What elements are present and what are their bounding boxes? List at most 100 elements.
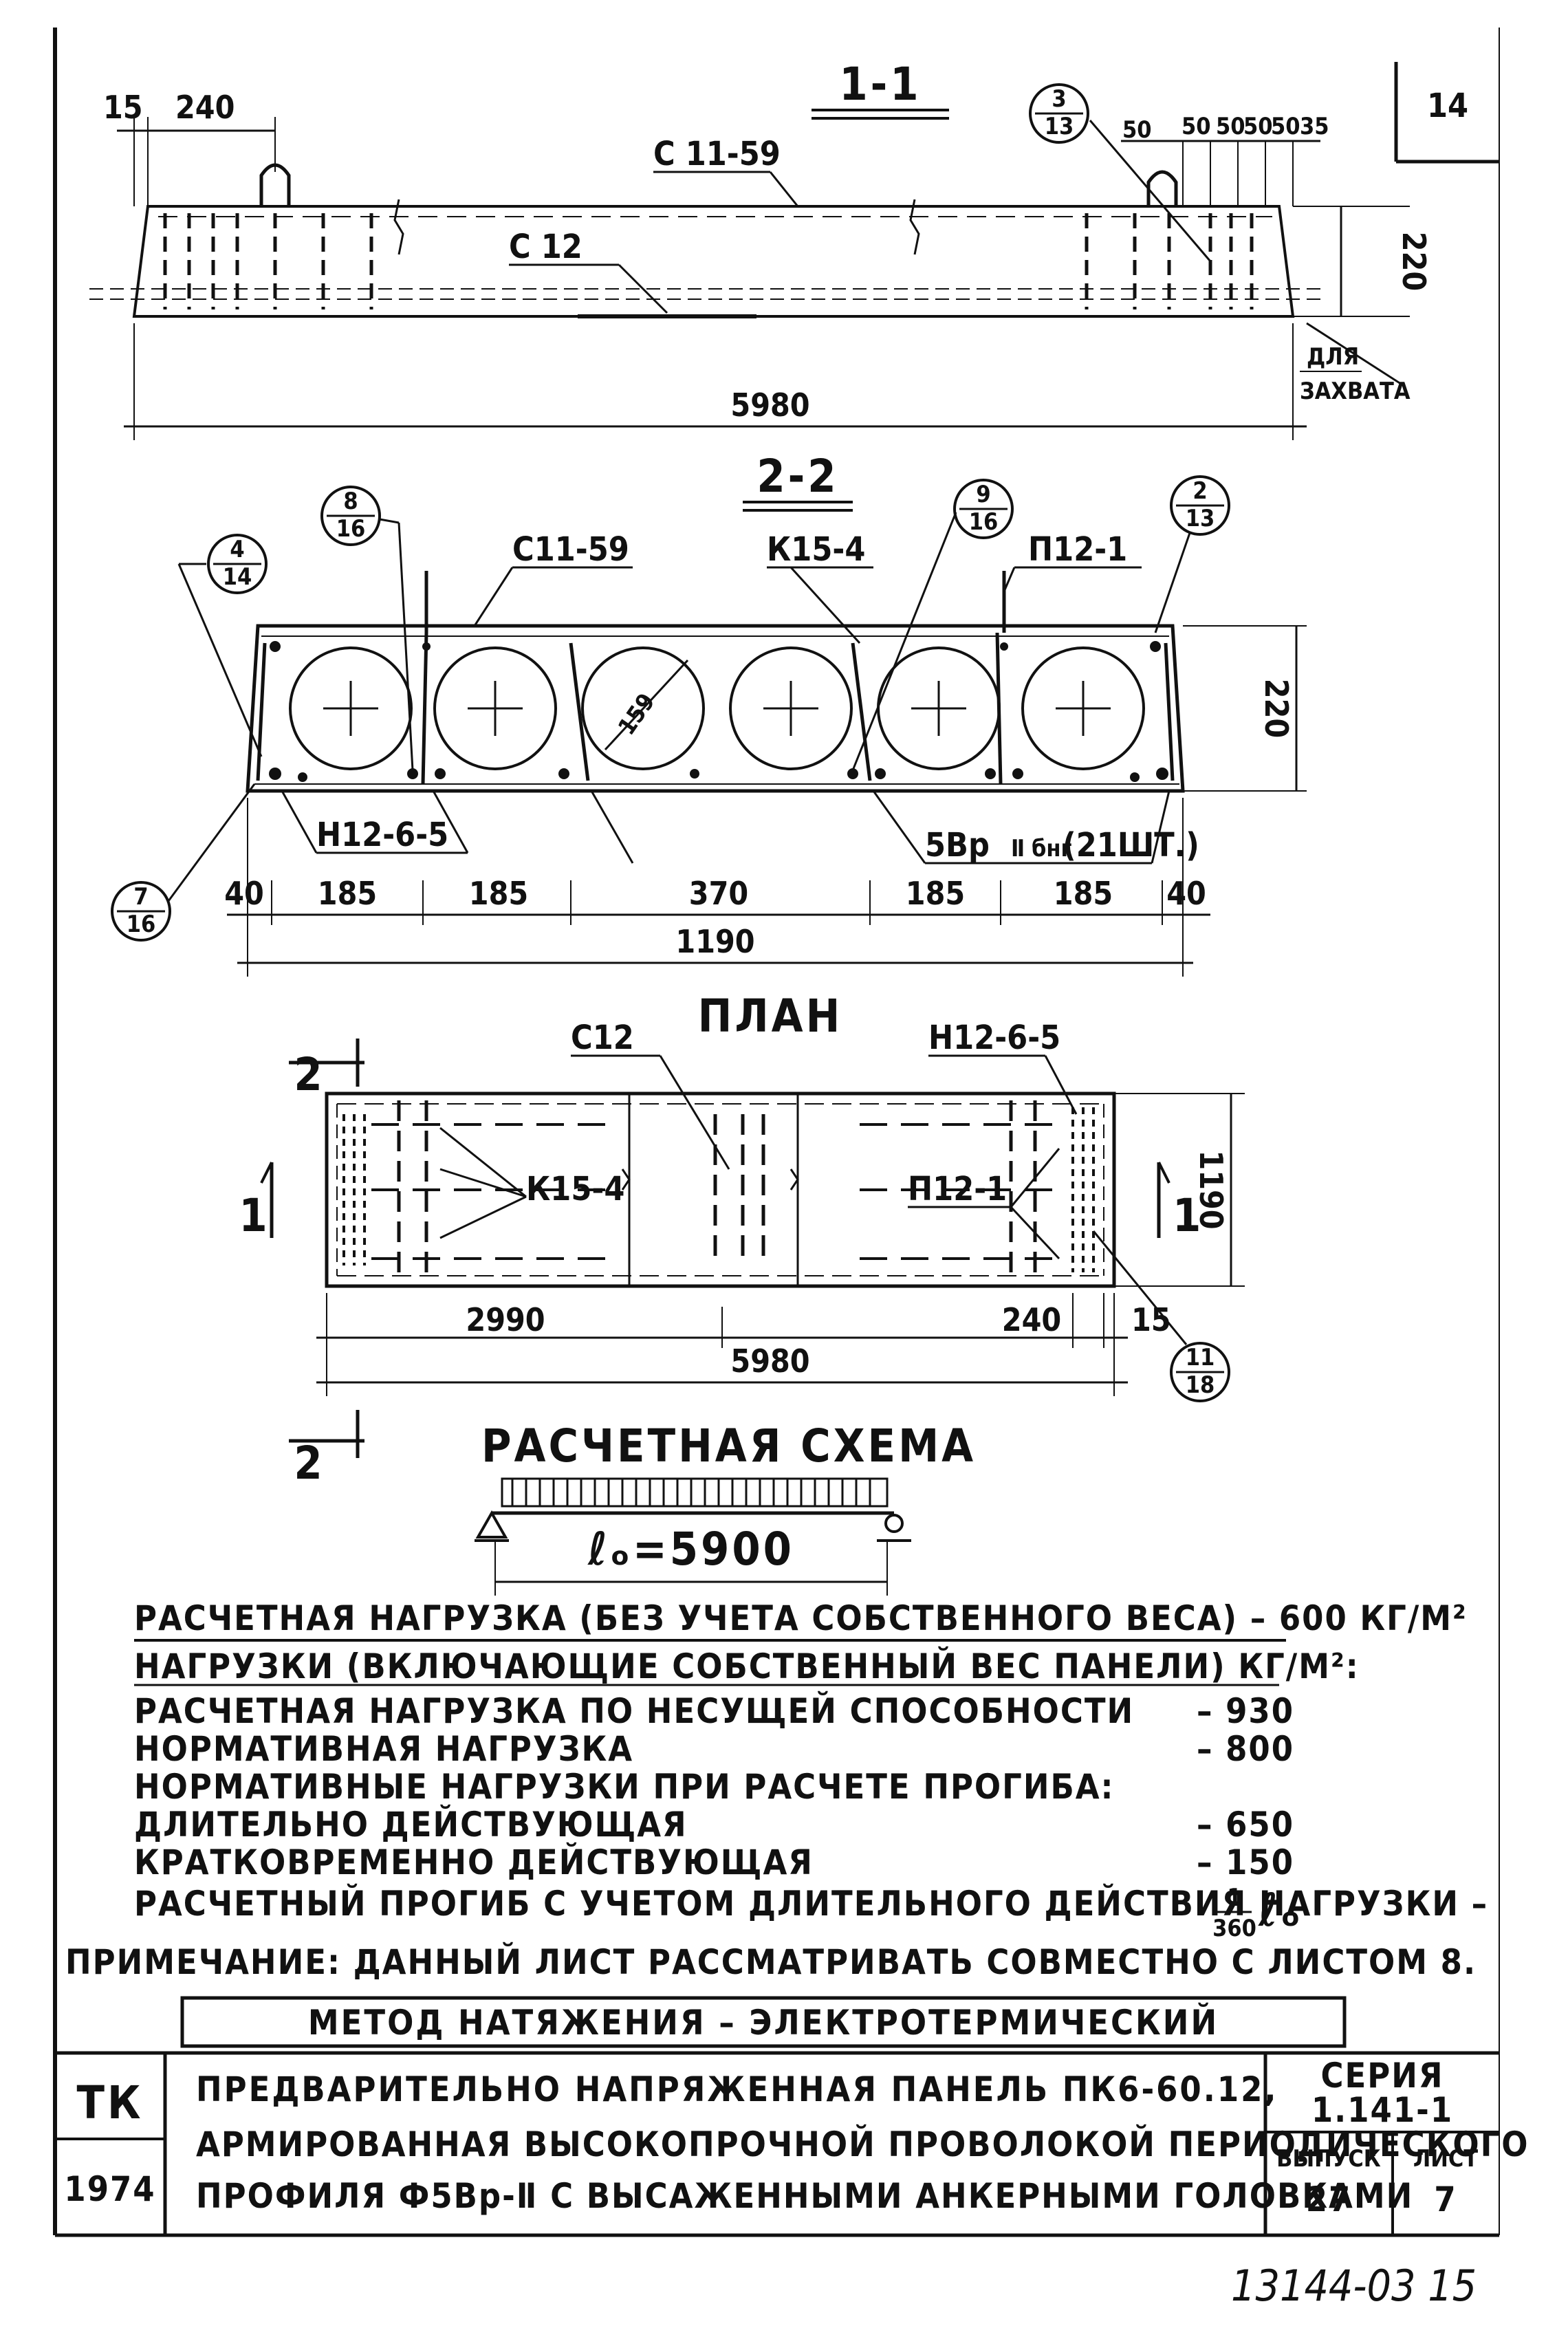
dim-50-e: 50 xyxy=(1271,113,1300,140)
dim-40-right: 40 xyxy=(1166,875,1206,912)
label-n12-6-5-section: Н12-6-5 xyxy=(316,816,448,854)
label-c11-59-section: С11-59 xyxy=(512,530,629,569)
ref-2: 2 xyxy=(1193,477,1207,505)
ref-18: 18 xyxy=(1186,1371,1215,1399)
section-2-2-title: 2-2 xyxy=(756,450,838,503)
title-line-3: ПРОФИЛЯ Ф5Вр-Ⅱ С ВЫСАЖЕННЫМИ АНКЕРНЫМИ Г… xyxy=(196,2176,1413,2216)
dim-50-b: 50 xyxy=(1182,113,1211,140)
title-block: ТК 1974 ПРЕДВАРИТЕЛЬНО НАПРЯЖЕННАЯ ПАНЕЛ… xyxy=(55,2051,1529,2235)
plan-dim-240: 240 xyxy=(1002,1301,1061,1338)
title-line-1: ПРЕДВАРИТЕЛЬНО НАПРЯЖЕННАЯ ПАНЕЛЬ ПК6-60… xyxy=(196,2069,1278,2109)
label-rebar: 5Вр xyxy=(925,826,990,865)
load-row-4-value: – 650 xyxy=(1197,1805,1294,1845)
plan-dim-2990: 2990 xyxy=(466,1301,545,1338)
dim-370: 370 xyxy=(689,875,748,912)
ref-8-16: 8 16 xyxy=(320,486,414,771)
ref-4-14: 4 14 xyxy=(177,534,268,757)
scheme-title: РАСЧЕТНАЯ СХЕМА xyxy=(481,1420,976,1472)
grip-note-line2: ЗАХВАТА xyxy=(1300,378,1411,405)
org-code: ТК xyxy=(76,2076,143,2129)
section-2-2: 2-2 159 xyxy=(111,450,1307,977)
section-1-height: 220 xyxy=(1395,232,1433,291)
load-row-4-label: ДЛИТЕЛЬНО ДЕЙСТВУЮЩАЯ xyxy=(134,1804,688,1845)
ref-4: 4 xyxy=(230,536,244,563)
load-row-1-label: РАСЧЕТНАЯ НАГРУЗКА ПО НЕСУЩЕЙ СПОСОБНОСТ… xyxy=(134,1691,1134,1731)
load-row-1-value: – 930 xyxy=(1197,1691,1294,1731)
plan-title: ПЛАН xyxy=(698,990,843,1043)
dim-35: 35 xyxy=(1300,113,1329,140)
ref-11: 11 xyxy=(1186,1344,1215,1371)
loads-block: РАСЧЕТНАЯ НАГРУЗКА (БЕЗ УЧЕТА СОБСТВЕННО… xyxy=(65,1598,1488,1982)
year: 1974 xyxy=(64,2169,155,2209)
method-text: МЕТОД НАТЯЖЕНИЯ – ЭЛЕКТРОТЕРМИЧЕСКИЙ xyxy=(308,2002,1219,2043)
label-rebar-count: (21ШТ.) xyxy=(1063,826,1199,865)
dim-40-left: 40 xyxy=(224,875,264,912)
plan-view: ПЛАН xyxy=(239,990,1245,1490)
ref-8: 8 xyxy=(343,488,358,515)
sheet-number: 14 xyxy=(1427,87,1468,125)
ref-9: 9 xyxy=(976,481,990,508)
method-box: МЕТОД НАТЯЖЕНИЯ – ЭЛЕКТРОТЕРМИЧЕСКИЙ xyxy=(180,1996,1347,2048)
ref-13-b: 13 xyxy=(1186,505,1215,532)
dim-185-d: 185 xyxy=(1054,875,1113,912)
sheet-frame xyxy=(53,28,1500,2237)
ref-16-c: 16 xyxy=(127,911,156,938)
section-2-height: 220 xyxy=(1258,679,1295,738)
ref-16-b: 16 xyxy=(969,508,999,536)
label-c12: С 12 xyxy=(509,228,582,266)
section-1-length: 5980 xyxy=(730,387,809,424)
note-text: ПРИМЕЧАНИЕ: ДАННЫЙ ЛИСТ РАССМАТРИВАТЬ СО… xyxy=(65,1942,1477,1982)
deflection-label: РАСЧЕТНЫЙ ПРОГИБ С УЧЕТОМ ДЛИТЕЛЬНОГО ДЕ… xyxy=(134,1883,1488,1924)
plan-label-p12-1: П12-1 xyxy=(908,1170,1007,1208)
ref-7: 7 xyxy=(133,883,148,911)
label-k15-4-section: К15-4 xyxy=(767,530,865,569)
grip-note-line1: ДЛЯ xyxy=(1307,343,1359,371)
dim-50-d: 50 xyxy=(1243,113,1273,140)
archive-stamp: 13144-03 15 xyxy=(1231,2261,1477,2311)
plan-width: 1190 xyxy=(1193,1150,1230,1229)
plan-total: 5980 xyxy=(730,1343,809,1380)
plan-label-c12: С12 xyxy=(571,1019,634,1057)
issue-value: 27 xyxy=(1306,2179,1352,2219)
plan-dim-15: 15 xyxy=(1131,1301,1171,1338)
ref-2-13: 2 13 xyxy=(1154,475,1230,633)
design-scheme: РАСЧЕТНАЯ СХЕМА ℓₒ=5900 xyxy=(475,1420,976,1596)
dim-185-b: 185 xyxy=(469,875,528,912)
cut-2-top: 2 xyxy=(294,1048,325,1101)
deflection-num: 1 xyxy=(1227,1884,1241,1911)
dim-240: 240 xyxy=(175,89,235,126)
label-p12-1-section: П12-1 xyxy=(1028,530,1127,569)
dim-50-a: 50 xyxy=(1122,116,1152,144)
dim-50-c: 50 xyxy=(1216,113,1245,140)
series-label: СЕРИЯ xyxy=(1321,2056,1444,2096)
deflection-den: 360 xyxy=(1212,1915,1256,1942)
section-1-1: 1-1 15 240 3 13 50 50 50 50 50 35 xyxy=(89,58,1433,440)
ref-13: 13 xyxy=(1045,113,1074,140)
cut-1-left: 1 xyxy=(239,1189,270,1242)
sheet-label: ЛИСТ xyxy=(1413,2145,1478,2173)
series-value: 1.141-1 xyxy=(1311,2090,1453,2130)
title-line-2: АРМИРОВАННАЯ ВЫСОКОПРОЧНОЙ ПРОВОЛОКОЙ ПЕ… xyxy=(196,2124,1529,2164)
sheet-value: 7 xyxy=(1434,2179,1457,2219)
label-rebar-class: Ⅱ xyxy=(1011,835,1025,862)
label-rebar-tail: бнг xyxy=(1032,835,1072,862)
dim-15: 15 xyxy=(103,89,143,126)
load-row-2-label: НОРМАТИВНАЯ НАГРУЗКА xyxy=(134,1729,633,1769)
dim-185-a: 185 xyxy=(318,875,377,912)
section-2-total: 1190 xyxy=(675,923,754,960)
strand-dots xyxy=(269,641,1168,782)
load-row-3-label: НОРМАТИВНЫЕ НАГРУЗКИ ПРИ РАСЧЕТЕ ПРОГИБА… xyxy=(134,1767,1115,1807)
load-row-5-value: – 150 xyxy=(1197,1842,1294,1882)
ref-9-16: 9 16 xyxy=(851,479,1014,771)
span-label: ℓₒ=5900 xyxy=(587,1523,794,1576)
label-rebar-group: 5Вр Ⅱ бнг (21ШТ.) xyxy=(925,826,1199,865)
dim-185-c: 185 xyxy=(906,875,965,912)
ref-14: 14 xyxy=(223,563,252,591)
cut-1-right: 1 xyxy=(1173,1189,1204,1242)
ref-7-16: 7 16 xyxy=(111,783,256,942)
ref-16-a: 16 xyxy=(336,515,366,543)
load-row-5-label: КРАТКОВРЕМЕННО ДЕЙСТВУЮЩАЯ xyxy=(134,1842,814,1882)
deflection-tail: ℓₒ xyxy=(1258,1884,1303,1937)
loads-heading: НАГРУЗКИ (ВКЛЮЧАЮЩИЕ СОБСТВЕННЫЙ ВЕС ПАН… xyxy=(134,1646,1360,1686)
sheet-number-box: 14 xyxy=(1394,62,1499,164)
